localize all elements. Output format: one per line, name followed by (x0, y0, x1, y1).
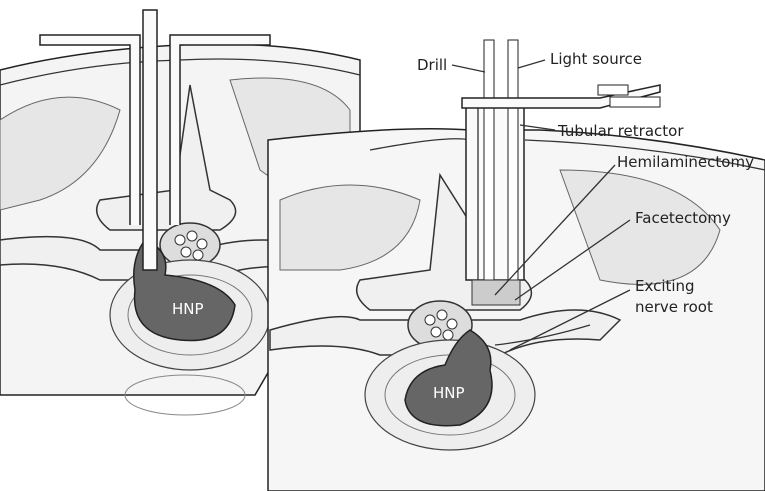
label-facetectomy: Facetectomy (635, 209, 731, 227)
label-nerve-root-line1: Exciting (635, 277, 695, 295)
nerve-root (494, 324, 591, 346)
left-panel: HNP (0, 9, 361, 416)
probe-instrument (142, 9, 158, 271)
right-panel: HNP Drill Light source Tubular retractor… (267, 39, 765, 491)
hemilaminectomy-site (471, 279, 521, 306)
label-tubular-retractor: Tubular retractor (557, 122, 684, 140)
hnp-left (133, 239, 236, 342)
label-hemilaminectomy: Hemilaminectomy (617, 153, 754, 171)
hnp-label-right: HNP (433, 384, 465, 402)
drill (483, 39, 495, 281)
light-source (507, 39, 519, 281)
label-light-source: Light source (550, 50, 642, 68)
hnp-right (404, 329, 493, 427)
label-drill: Drill (417, 56, 447, 74)
label-nerve-root-line2: nerve root (635, 298, 713, 316)
left-retractor-blade (39, 34, 141, 225)
right-retractor-blade (169, 34, 271, 225)
hnp-label-left: HNP (172, 300, 204, 318)
